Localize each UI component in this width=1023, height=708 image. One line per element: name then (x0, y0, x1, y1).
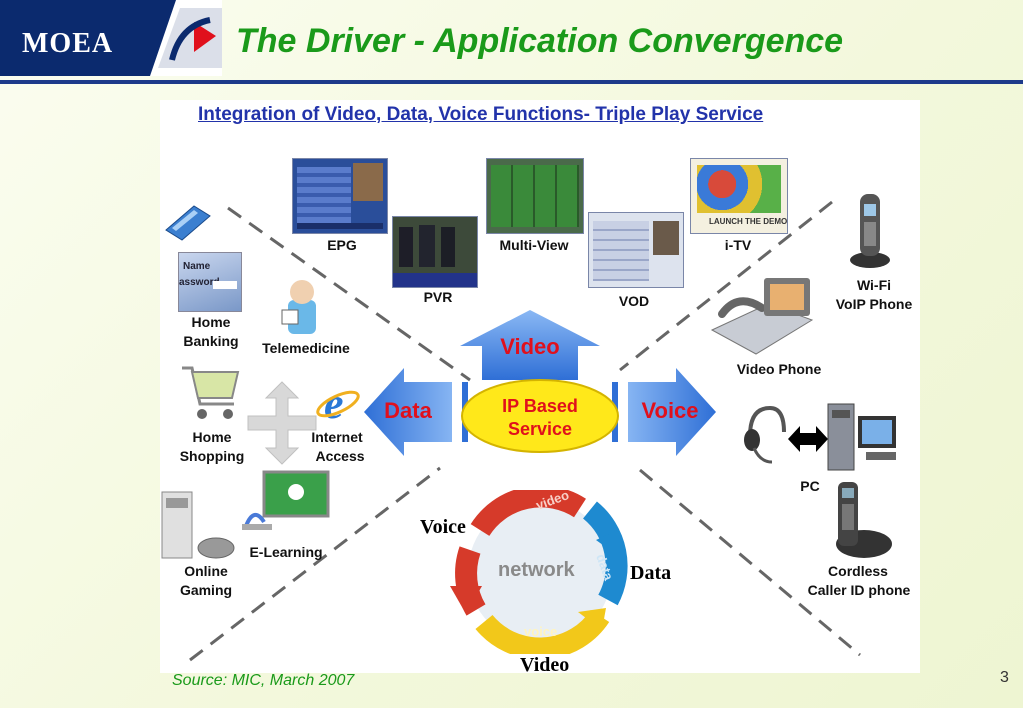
gray-cross-arrows-icon (247, 381, 317, 465)
video-phone-label: Video Phone (736, 361, 822, 377)
home-shopping-label-line2: Shopping (179, 448, 245, 464)
hub-arrows (364, 310, 716, 456)
home-banking-label-line2: Banking (183, 333, 239, 349)
multi-view-label: Multi-View (499, 237, 569, 253)
home-banking-label-line1: Home (191, 314, 231, 330)
elearning-icon (242, 470, 330, 530)
elearning-label: E-Learning (249, 544, 323, 560)
doctor-icon (281, 280, 316, 334)
game-console-icon (161, 491, 235, 559)
cordless-label-line1: Cordless (828, 563, 888, 579)
panel-subtitle: Integration of Video, Data, Voice Functi… (198, 104, 764, 125)
hub-center-label: IP Based Service (470, 395, 610, 441)
network-cycle-icon: video data voice network (450, 490, 628, 654)
header-divider (0, 80, 1023, 84)
page-number: 3 (1000, 669, 1009, 686)
double-arrow-icon (788, 426, 828, 452)
internet-access-label-line1: Internet (311, 429, 363, 445)
cycle-voice-label: Voice (420, 516, 466, 538)
cordless-label-line2: Caller ID phone (807, 582, 911, 598)
logo-mark-icon (150, 0, 222, 76)
source-note: Source: MIC, March 2007 (172, 672, 355, 689)
credit-card-icon (165, 205, 211, 241)
hub-data-label: Data (384, 398, 432, 423)
wifi-phone-icon (850, 194, 890, 268)
online-gaming-label-line1: Online (184, 563, 228, 579)
shopping-cart-icon (182, 366, 240, 419)
itv-screenshot: LAUNCH THE DEMO (690, 158, 788, 234)
internet-access-label-line2: Access (315, 448, 365, 464)
video-phone-icon (710, 278, 814, 355)
pc-label: PC (800, 478, 820, 494)
home-shopping-label-line1: Home (192, 429, 232, 445)
hub-center-line2: Service (507, 419, 573, 439)
pc-icon (827, 403, 896, 471)
logo-block: MOEA (0, 0, 222, 76)
pvr-label: PVR (423, 289, 453, 305)
cycle-data-label: Data (630, 562, 672, 584)
itv-label: i-TV (724, 237, 752, 253)
itv-banner: LAUNCH THE DEMO (709, 217, 788, 226)
pvr-screenshot (392, 216, 478, 288)
network-center-text: network (498, 559, 576, 581)
ring-voice-text: voice (524, 624, 557, 639)
cordless-phone-icon (836, 482, 892, 558)
multi-view-screenshot (486, 158, 584, 234)
hub-center-line1: IP Based (502, 396, 578, 416)
internet-explorer-icon: e (316, 380, 360, 426)
cycle-video-label: Video (520, 654, 570, 676)
wifi-phone-label-line1: Wi-Fi (856, 277, 892, 293)
home-banking-screen-icon: Name assword (178, 252, 242, 312)
online-gaming-label-line2: Gaming (179, 582, 233, 598)
telemedicine-label: Telemedicine (262, 340, 350, 356)
headset-icon (744, 405, 786, 464)
epg-label: EPG (327, 237, 357, 253)
hub-video-label: Video (500, 334, 560, 359)
vod-label: VOD (618, 293, 650, 309)
hub-voice-label: Voice (641, 398, 699, 423)
svg-text:e: e (324, 380, 344, 426)
wifi-phone-label-line2: VoIP Phone (835, 296, 913, 312)
vod-screenshot (588, 212, 684, 288)
logo-text: MOEA (22, 28, 114, 59)
epg-screenshot (292, 158, 388, 234)
slide-title: The Driver - Application Convergence (236, 22, 844, 60)
